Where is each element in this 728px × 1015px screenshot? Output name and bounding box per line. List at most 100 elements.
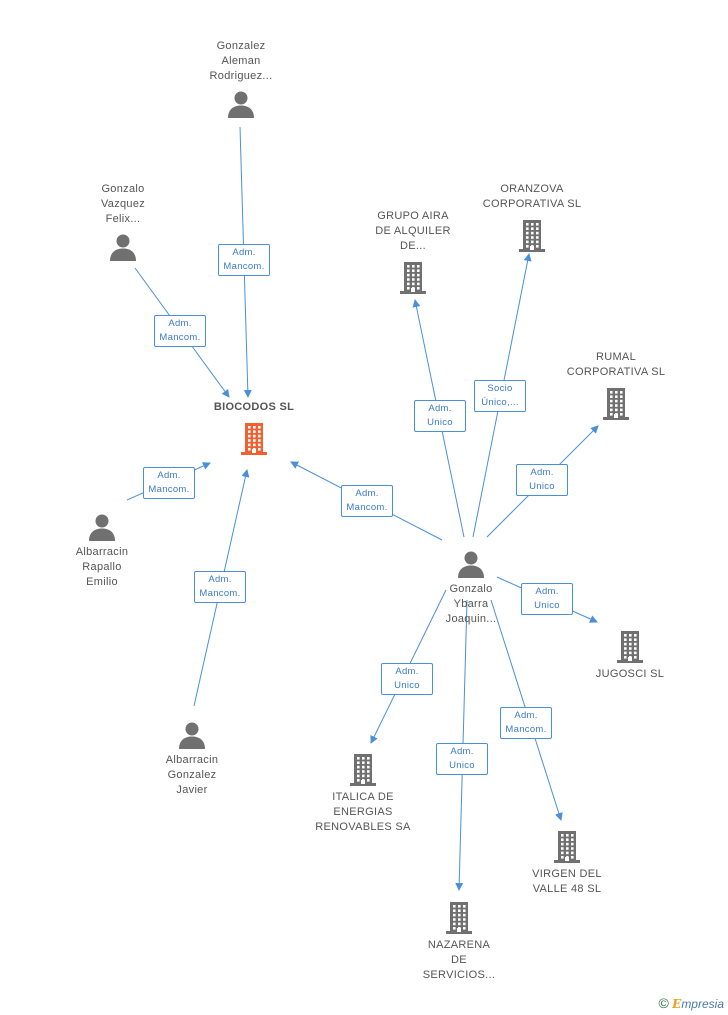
node-label-line: Gonzalo <box>101 183 145 195</box>
node-label-line: Javier <box>176 784 208 796</box>
node-label-line: Rapallo <box>82 561 122 573</box>
node-label-line: Ybarra <box>453 598 489 610</box>
node-label-line: Emilio <box>86 576 118 588</box>
node-label-line: GRUPO AIRA <box>377 210 449 222</box>
node-label-line: VALLE 48 SL <box>532 883 602 895</box>
copyright-symbol: © <box>658 995 669 1011</box>
node-label-line: RUMAL <box>595 351 636 363</box>
edge-label-gonzalo-ybarra-to-nazarena[interactable]: Adm. Unico <box>436 743 488 775</box>
node-label-line: ORANZOVA <box>500 183 564 195</box>
edge-label-gonzalo-ybarra-to-italica[interactable]: Adm.Unico <box>381 663 433 695</box>
node-label-line: CORPORATIVA SL <box>566 366 666 378</box>
edge-label-gonzalo-ybarra-to-jugosci[interactable]: Adm. Unico <box>521 583 573 615</box>
building-icon <box>194 421 314 455</box>
person-icon <box>181 90 301 118</box>
node-label-line: Rodriguez... <box>209 70 273 82</box>
node-label-line: SERVICIOS... <box>422 969 496 981</box>
edge-label-line: Adm. <box>428 403 452 414</box>
edge-label-gonzalo-vazquez-to-biocodos[interactable]: Adm. Mancom. <box>154 315 206 347</box>
edge-label-line: Unico <box>529 481 555 492</box>
building-icon <box>303 752 423 786</box>
building-icon <box>472 218 592 252</box>
edge-label-line: Adm. <box>208 574 232 585</box>
brand-initial: E <box>672 997 682 1011</box>
edge-label-line: Adm. <box>530 467 554 478</box>
edge-label-albarracin-rapallo-to-biocodos[interactable]: Adm. Mancom. <box>143 467 195 499</box>
node-label-line: CORPORATIVA SL <box>482 198 582 210</box>
edge-label-line: Mancom. <box>199 588 241 599</box>
node-label-line: Gonzalez <box>167 769 217 781</box>
node-label-line: Gonzalo <box>449 583 493 595</box>
node-label-line: DE <box>451 954 467 966</box>
building-icon <box>556 386 676 420</box>
building-icon <box>353 260 473 294</box>
node-label-line: ENERGIAS <box>333 806 393 818</box>
edge-label-line: Unico <box>534 600 560 611</box>
edge-label-line: Adm. <box>450 746 474 757</box>
node-biocodos[interactable]: BIOCODOS SL <box>194 400 314 455</box>
node-label-line: NAZARENA <box>427 939 491 951</box>
edge-label-line: Único,... <box>481 397 519 408</box>
edge-label-line: Unico <box>449 760 475 771</box>
edge-label-line: Unico <box>394 680 420 691</box>
edge-label-line: Mancom. <box>148 484 190 495</box>
node-label: NAZARENA DE SERVICIOS... <box>399 938 519 983</box>
empresia-logo: © Empresia <box>658 995 724 1011</box>
node-label-line: Gonzalez <box>216 40 266 52</box>
edge-label-line: Adm. <box>168 318 192 329</box>
node-italica[interactable]: ITALICA DE ENERGIAS RENOVABLES SA <box>303 752 423 835</box>
person-icon <box>132 721 252 749</box>
edge-label-gonzalez-aleman-to-biocodos[interactable]: Adm. Mancom. <box>218 244 270 276</box>
node-label-line: ITALICA DE <box>332 791 394 803</box>
node-label-line: JUGOSCI SL <box>595 668 665 680</box>
edge-label-gonzalo-ybarra-to-grupo-aira[interactable]: Adm. Unico <box>414 400 466 432</box>
edge-label-line: Adm. <box>535 586 559 597</box>
node-label-line: Aleman <box>221 55 261 67</box>
node-label-line: Albarracin <box>165 754 219 766</box>
edge-label-line: Adm. <box>157 470 181 481</box>
edge-label-line: Mancom. <box>346 502 388 513</box>
edge-label-line: Adm. <box>355 488 379 499</box>
edge-label-gonzalo-ybarra-to-rumal[interactable]: Adm. Unico <box>516 464 568 496</box>
edge-label-line: Socio <box>487 383 513 394</box>
node-label: RUMAL CORPORATIVA SL <box>556 350 676 380</box>
node-label-line: RENOVABLES SA <box>315 821 411 833</box>
node-label-line: DE ALQUILER <box>375 225 451 237</box>
edge-label-line: Unico <box>427 417 453 428</box>
person-icon <box>42 513 162 541</box>
edge-label-gonzalo-ybarra-to-biocodos[interactable]: Adm. Mancom. <box>341 485 393 517</box>
brand-name: mpresia <box>681 997 724 1011</box>
node-label-line: Albarracin <box>75 546 129 558</box>
person-icon <box>411 550 531 578</box>
node-label-line: DE... <box>400 240 426 252</box>
node-label: ITALICA DE ENERGIAS RENOVABLES SA <box>303 790 423 835</box>
node-jugosci[interactable]: JUGOSCI SL <box>570 629 690 682</box>
edge-label-albarracin-gonzalez-to-biocodos[interactable]: Adm. Mancom. <box>194 571 246 603</box>
edge-label-line: Mancom. <box>223 261 265 272</box>
building-icon <box>399 900 519 934</box>
node-label: JUGOSCI SL <box>570 667 690 682</box>
node-grupo-aira[interactable]: GRUPO AIRA DE ALQUILER DE... <box>353 209 473 294</box>
edge-label-line: Adm. <box>232 247 256 258</box>
node-label-line: BIOCODOS SL <box>213 401 295 413</box>
building-icon <box>507 829 627 863</box>
node-rumal[interactable]: RUMAL CORPORATIVA SL <box>556 350 676 420</box>
edge-label-gonzalo-ybarra-to-virgen[interactable]: Adm.Mancom. <box>500 707 552 739</box>
node-oranzova[interactable]: ORANZOVA CORPORATIVA SL <box>472 182 592 252</box>
node-label-line: Joaquin... <box>445 613 497 625</box>
node-nazarena[interactable]: NAZARENA DE SERVICIOS... <box>399 900 519 983</box>
edge-label-line: Mancom. <box>159 332 201 343</box>
node-label-line: Vazquez <box>100 198 146 210</box>
